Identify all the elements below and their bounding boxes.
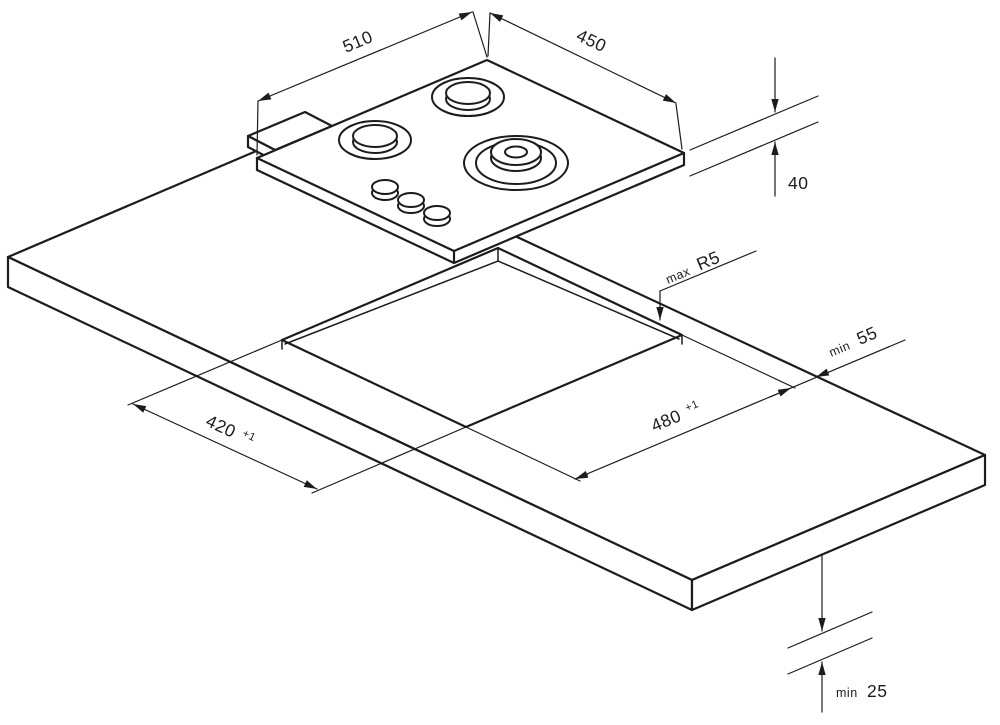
dimension-bottom-clearance: min 25: [787, 554, 888, 713]
worktop: [6, 132, 987, 612]
hob-depth-label: 450: [573, 25, 609, 56]
dimension-hob-height: 40: [689, 57, 819, 197]
hob-width-label: 510: [340, 26, 376, 56]
cutout-width-label: 420 +1: [203, 411, 258, 451]
burners: [338, 77, 569, 227]
hob-thickness-edges: [255, 151, 686, 265]
worktop-front-right-face: [690, 453, 987, 612]
burner-rear-left: [338, 120, 412, 160]
control-knobs: [371, 179, 451, 227]
hob: [246, 58, 686, 265]
burner-rear-center: [431, 77, 505, 117]
hob-height-label: 40: [788, 173, 808, 193]
dimension-corner-radius: max R5: [656, 247, 757, 321]
burner-large-wok: [463, 135, 569, 191]
side-clearance-label: min 55: [825, 322, 880, 360]
corner-radius-label: max R5: [662, 247, 723, 288]
bottom-clearance-label: min 25: [836, 681, 888, 701]
cutout-inner-walls: [281, 247, 683, 350]
